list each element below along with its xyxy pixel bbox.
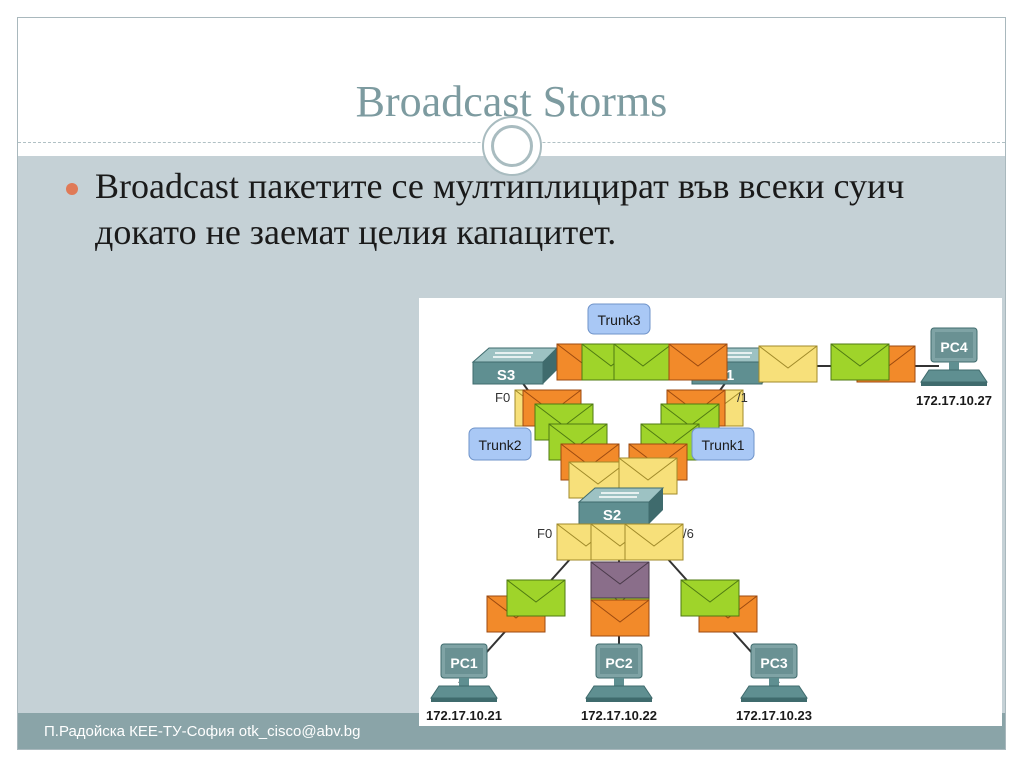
pc4-name: PC4 (940, 339, 967, 355)
broadcast-envelopes (514, 343, 916, 499)
pc1-ip: 172.17.10.21 (426, 708, 502, 723)
port-label-s2-right: /6 (683, 526, 694, 541)
pc2-ip: 172.17.10.22 (581, 708, 657, 723)
pc1-name: PC1 (450, 655, 477, 671)
pc2[interactable]: PC2 172.17.10.22 (581, 643, 657, 723)
trunk2-label: Trunk2 (468, 427, 532, 461)
pc3[interactable]: PC3 172.17.10.23 (736, 643, 812, 723)
switch-s3-label: S3 (497, 367, 515, 384)
port-label-s3: F0 (495, 390, 510, 405)
port-label-s1: /1 (737, 390, 748, 405)
switch-s2-label: S2 (603, 507, 621, 524)
pc4-ip: 172.17.10.27 (916, 393, 992, 408)
network-diagram: S3 S1 (419, 298, 1002, 726)
broadcast-envelopes-lower (486, 523, 758, 637)
trunk3-label: Trunk3 (587, 303, 651, 335)
pc2-name: PC2 (605, 655, 632, 671)
pc4[interactable]: PC4 172.17.10.27 (916, 327, 992, 408)
trunk1-text: Trunk1 (701, 437, 744, 453)
footer-text: П.Радойска КЕЕ-ТУ-София otk_cisco@abv.bg (44, 723, 361, 740)
trunk3-text: Trunk3 (597, 312, 640, 328)
pc3-ip: 172.17.10.23 (736, 708, 812, 723)
pc1[interactable]: PC1 172.17.10.21 (426, 643, 502, 723)
divider-ornament-icon (482, 116, 542, 176)
bullet-icon (66, 183, 78, 195)
switch-s2[interactable]: S2 (578, 487, 664, 525)
trunk1-label: Trunk1 (691, 427, 755, 461)
pc3-name: PC3 (760, 655, 787, 671)
port-label-s2-left: F0 (537, 526, 552, 541)
bullet-text: Broadcast пакетите се мултиплицират във … (95, 166, 905, 252)
trunk2-text: Trunk2 (478, 437, 521, 453)
diagram-svg: S3 S1 (426, 303, 992, 723)
switch-s3[interactable]: S3 (472, 347, 558, 385)
